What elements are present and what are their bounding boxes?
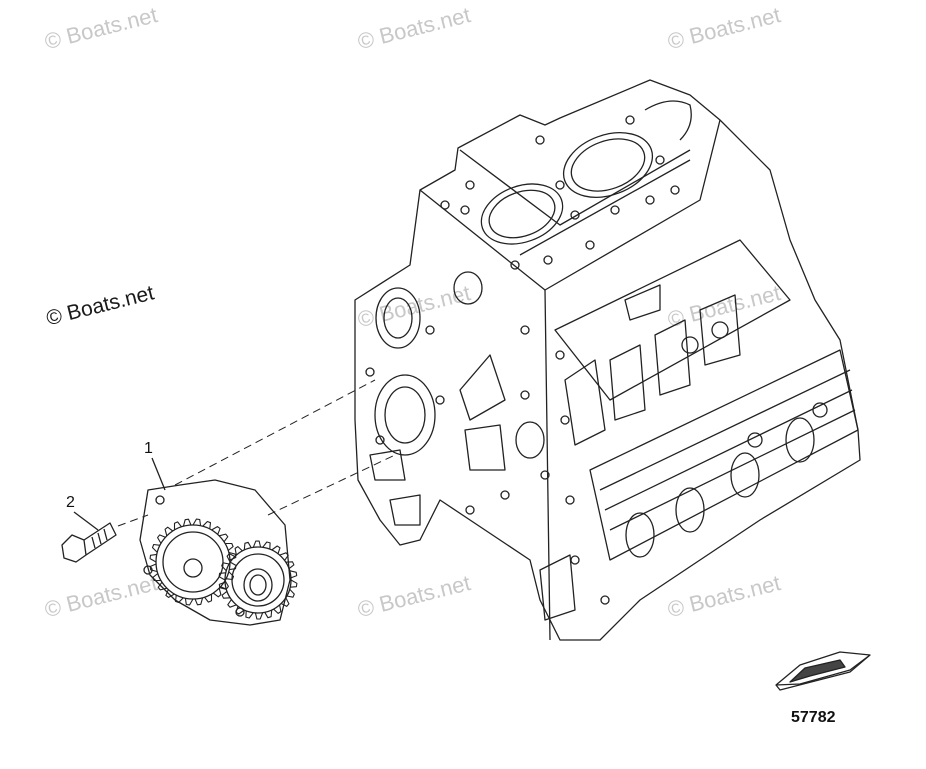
large-gear: [155, 524, 231, 600]
leader-line-part2: [73, 511, 99, 531]
drive-gear: [224, 546, 292, 614]
engine-block: [354, 79, 861, 641]
large-gear-teeth: [149, 518, 237, 606]
diagram-number: 57782: [791, 709, 836, 726]
boat-orientation-icon: [775, 651, 871, 691]
oil-pump-assembly: [139, 479, 292, 626]
drive-gear-teeth: [218, 540, 298, 620]
callout-part-1: 1: [144, 440, 153, 457]
callout-part-2: 2: [66, 494, 75, 511]
leader-line-part1: [151, 457, 166, 491]
bolt: [61, 522, 117, 563]
assembly-guide-lines: [117, 379, 396, 527]
